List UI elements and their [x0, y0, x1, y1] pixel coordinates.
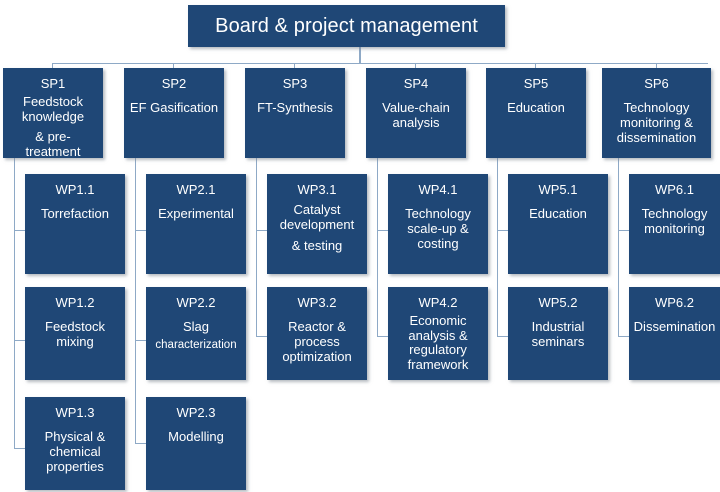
wp4-1-label: Technology scale-up & costing — [405, 206, 471, 251]
sp3-box[interactable]: SP3 FT-Synthesis — [245, 68, 345, 158]
wp1-1-label: Torrefaction — [41, 206, 109, 221]
wp2-2-label-small: characterization — [155, 339, 237, 351]
sp1-label: Feedstock knowledge — [21, 94, 85, 124]
wp1-3-code: WP1.3 — [55, 405, 95, 420]
connector-drop-sp5 — [535, 63, 536, 69]
sp5-code: SP5 — [523, 76, 549, 91]
wp3-2-box[interactable]: WP3.2 Reactor & process optimization — [267, 287, 367, 380]
wp5-2-label: Industrial seminars — [531, 319, 585, 349]
connector-title-stem — [359, 47, 361, 64]
wp6-1-label: Technology monitoring — [641, 206, 708, 236]
wp6-2-label: Dissemination — [633, 319, 716, 334]
connector-stub-wp3-2 — [256, 336, 267, 337]
wp5-2-code: WP5.2 — [538, 295, 578, 310]
sp1-code: SP1 — [40, 76, 66, 91]
connector-spine-sp6 — [618, 158, 619, 336]
wp1-1-box[interactable]: WP1.1 Torrefaction — [25, 174, 125, 274]
wp3-2-code: WP3.2 — [297, 295, 337, 310]
sp2-box[interactable]: SP2 EF Gasification — [124, 68, 224, 158]
sp2-label: EF Gasification — [129, 100, 219, 115]
connector-stub-wp3-1 — [256, 230, 267, 231]
wp2-1-label: Experimental — [158, 206, 234, 221]
sp5-box[interactable]: SP5 Education — [486, 68, 586, 158]
wp3-1-code: WP3.1 — [297, 182, 337, 197]
wp5-1-code: WP5.1 — [538, 182, 578, 197]
connector-stub-wp6-1 — [618, 230, 629, 231]
wp1-1-code: WP1.1 — [55, 182, 95, 197]
sp3-label: FT-Synthesis — [257, 100, 333, 115]
wp2-1-code: WP2.1 — [176, 182, 216, 197]
connector-spine-sp1 — [14, 158, 15, 448]
connector-drop-sp4 — [415, 63, 416, 69]
wp2-3-box[interactable]: WP2.3 Modelling — [146, 397, 246, 490]
connector-sp-bus — [52, 63, 708, 64]
wp3-2-label: Reactor & process optimization — [282, 319, 352, 364]
sp6-box[interactable]: SP6 Technology monitoring & disseminatio… — [602, 68, 711, 158]
sp4-label: Value-chain analysis — [382, 100, 450, 130]
connector-spine-sp3 — [256, 158, 257, 336]
connector-stub-wp1-3 — [14, 448, 25, 449]
wp3-1-box[interactable]: WP3.1 Catalyst development & testing — [267, 174, 367, 274]
sp4-code: SP4 — [403, 76, 429, 91]
sp1-box[interactable]: SP1 Feedstock knowledge & pre- treatment — [3, 68, 103, 158]
wp4-1-code: WP4.1 — [418, 182, 458, 197]
connector-stub-wp2-3 — [135, 443, 146, 444]
wp1-3-box[interactable]: WP1.3 Physical & chemical properties — [25, 397, 125, 490]
wp4-2-code: WP4.2 — [418, 295, 458, 310]
wp2-2-code: WP2.2 — [176, 295, 216, 310]
sp5-label: Education — [507, 100, 565, 115]
connector-stub-wp1-2 — [14, 340, 25, 341]
connector-spine-sp5 — [497, 158, 498, 336]
wp4-2-box[interactable]: WP4.2 Economic analysis & regulatory fra… — [388, 287, 488, 380]
connector-stub-wp4-2 — [377, 336, 388, 337]
wp3-1-label: Catalyst development — [279, 202, 355, 232]
connector-stub-wp6-2 — [618, 336, 629, 337]
wp3-1-label-2: & testing — [291, 238, 343, 253]
wp5-2-box[interactable]: WP5.2 Industrial seminars — [508, 287, 608, 380]
sp4-box[interactable]: SP4 Value-chain analysis — [366, 68, 466, 158]
sp6-code: SP6 — [644, 76, 669, 91]
chart-title: Board & project management — [215, 15, 478, 37]
wp2-2-box[interactable]: WP2.2 Slag characterization — [146, 287, 246, 380]
wp1-3-label: Physical & chemical properties — [44, 429, 106, 474]
connector-drop-sp6 — [656, 63, 657, 69]
wp2-2-label: Slag — [182, 319, 210, 334]
wp5-1-box[interactable]: WP5.1 Education — [508, 174, 608, 274]
sp6-label: Technology monitoring & dissemination — [616, 100, 697, 145]
connector-drop-sp2 — [173, 63, 174, 69]
connector-drop-sp3 — [294, 63, 295, 69]
wp6-2-box[interactable]: WP6.2 Dissemination — [629, 287, 720, 380]
connector-spine-sp2 — [135, 158, 136, 443]
wp2-3-label: Modelling — [168, 429, 224, 444]
wp4-2-label: Economic analysis & regulatory framework — [407, 313, 469, 372]
sp3-code: SP3 — [282, 76, 308, 91]
connector-drop-sp1 — [52, 63, 53, 69]
wp1-2-code: WP1.2 — [55, 295, 95, 310]
sp1-label-2: & pre- treatment — [25, 129, 81, 158]
wp6-2-code: WP6.2 — [654, 295, 694, 310]
wp2-1-box[interactable]: WP2.1 Experimental — [146, 174, 246, 274]
sp2-code: SP2 — [161, 76, 187, 91]
wp6-1-code: WP6.1 — [654, 182, 694, 197]
connector-stub-wp1-1 — [14, 230, 25, 231]
connector-spine-sp4 — [377, 158, 378, 336]
wp6-1-box[interactable]: WP6.1 Technology monitoring — [629, 174, 720, 274]
wp2-3-code: WP2.3 — [176, 405, 216, 420]
connector-stub-wp2-1 — [135, 230, 146, 231]
connector-stub-wp5-1 — [497, 230, 508, 231]
connector-stub-wp2-2 — [135, 340, 146, 341]
connector-stub-wp5-2 — [497, 336, 508, 337]
wp4-1-box[interactable]: WP4.1 Technology scale-up & costing — [388, 174, 488, 274]
wp5-1-label: Education — [529, 206, 587, 221]
board-project-management-box[interactable]: Board & project management — [188, 5, 505, 47]
connector-stub-wp4-1 — [377, 230, 388, 231]
wp1-2-box[interactable]: WP1.2 Feedstock mixing — [25, 287, 125, 380]
wp1-2-label: Feedstock mixing — [45, 319, 105, 349]
